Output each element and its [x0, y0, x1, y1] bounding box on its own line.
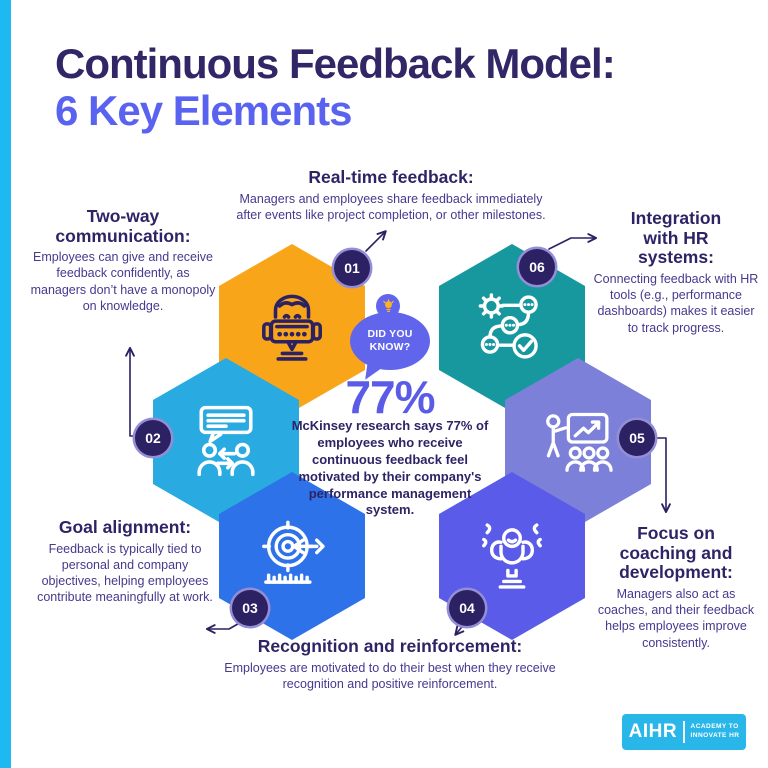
arrow-02-to-twoway [125, 346, 141, 437]
badge-05: 05 [619, 420, 655, 456]
stat-description: McKinsey research says 77% of employees … [291, 418, 489, 518]
two-people-exchange-icon [197, 405, 255, 477]
section-body: Employees are motivated to do their best… [224, 660, 556, 691]
section-heading: Real-time feedback: [308, 167, 474, 187]
badge-06: 06 [519, 249, 555, 285]
person-at-computer-icon [262, 294, 322, 361]
section-recognition: Recognition and reinforcement: Employees… [222, 636, 558, 692]
section-body: Managers also act as coaches, and their … [597, 586, 755, 650]
badge-04: 04 [449, 590, 485, 626]
section-coaching-development: Focus on coaching and development: Manag… [592, 523, 760, 651]
section-body: Employees can give and receive feedback … [30, 250, 216, 313]
section-heading: Recognition and reinforcement: [257, 636, 523, 656]
bubble-lightbulb-circle [376, 294, 400, 318]
section-heading: Goal alignment: [58, 517, 192, 537]
badge-02: 02 [135, 420, 171, 456]
arrow-05-to-focus [652, 437, 671, 514]
section-heading: Focus on coaching and development: [619, 523, 733, 583]
stat-percentage: 77% [345, 371, 435, 423]
workflow-check-icon [478, 293, 538, 359]
logo-tagline-line2: INNOVATE HR [690, 732, 740, 739]
section-heading: Two-way communication: [55, 206, 191, 246]
lightbulb-icon [382, 298, 394, 312]
title-line-1: Continuous Feedback Model: [55, 40, 616, 87]
did-you-know-bubble: DID YOU KNOW? [348, 294, 432, 388]
trophy-icon [482, 523, 542, 589]
section-body: Managers and employees share feedback im… [236, 191, 546, 222]
section-heading: Integration with HR systems: [630, 208, 722, 268]
logo-tagline-line1: ACADEMY TO [690, 723, 739, 731]
bubble-body: DID YOU KNOW? [350, 312, 430, 370]
left-edge-accent-bar [0, 0, 11, 768]
target-arrow-icon [262, 520, 325, 584]
arrow-06-to-integration [548, 233, 598, 250]
section-body: Feedback is typically tied to personal a… [37, 541, 213, 605]
logo-brand-text: AIHR [628, 721, 678, 742]
title-line-2: 6 Key Elements [55, 87, 353, 135]
arrow-03-to-goal [205, 620, 244, 634]
section-body: Connecting feedback with HR tools (e.g.,… [593, 271, 759, 335]
aihr-logo: AIHR ACADEMY TO INNOVATE HR [622, 714, 746, 750]
logo-divider [683, 721, 685, 743]
bubble-label: DID YOU KNOW? [367, 328, 413, 353]
badge-03: 03 [232, 590, 268, 626]
badge-01: 01 [334, 250, 370, 286]
section-goal-alignment: Goal alignment: Feedback is typically ti… [35, 517, 215, 606]
page-title: Continuous Feedback Model: 6 Key Element… [55, 40, 745, 134]
logo-tagline: ACADEMY TO INNOVATE HR [691, 723, 740, 740]
arrow-01-to-realtime [365, 230, 387, 252]
section-realtime-feedback: Real-time feedback: Managers and employe… [232, 167, 550, 223]
section-two-way-communication: Two-way communication: Employees can giv… [30, 206, 216, 314]
presentation-chart-icon [546, 412, 613, 472]
section-hr-integration: Integration with HR systems: Connecting … [592, 208, 760, 336]
